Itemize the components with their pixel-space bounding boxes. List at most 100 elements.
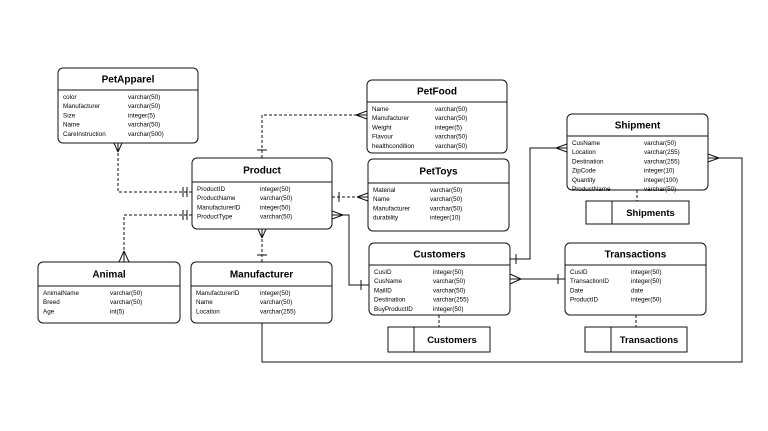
entity-title: Shipment — [615, 121, 661, 132]
cardinality-many-mark — [257, 228, 263, 239]
entity-title: PetApparel — [102, 75, 155, 86]
attribute-type: varchar(50) — [128, 122, 160, 129]
attribute-name: Weight — [372, 124, 392, 131]
entity-pet-apparel[interactable]: PetApparel color varchar(50) Manufacturer va… — [57, 67, 199, 144]
attribute-name: ProductName — [197, 195, 236, 202]
attribute-name: CusName — [374, 278, 402, 285]
view-transactions-view[interactable]: Transactions — [584, 326, 688, 353]
attribute-type: varchar(50) — [260, 195, 292, 202]
attribute-name: ProductType — [197, 214, 233, 221]
view-title: Transactions — [620, 335, 679, 346]
attribute-name: Location — [196, 308, 220, 315]
entity-box — [37, 261, 181, 324]
attribute-type: varchar(50) — [430, 205, 462, 212]
attribute-name: Name — [373, 196, 390, 203]
attribute-type: integer(50) — [260, 290, 290, 297]
view-customers-view[interactable]: Customers — [387, 326, 491, 353]
entity-box — [564, 242, 707, 316]
attribute-type: integer(100) — [644, 177, 678, 184]
link-product-customers — [332, 214, 369, 286]
attribute-name: color — [63, 94, 77, 101]
cardinality-many-mark — [118, 250, 125, 263]
attribute-name: Name — [63, 122, 80, 129]
link-petapparel-product — [117, 143, 192, 193]
view-box — [387, 326, 491, 353]
attribute-name: TransactionID — [570, 278, 609, 285]
attribute-name: CusID — [570, 269, 588, 276]
attribute-type: varchar(50) — [644, 186, 676, 193]
view-title: Shipments — [626, 208, 675, 219]
entity-title: Customers — [413, 250, 466, 261]
attribute-type: varchar(255) — [260, 308, 296, 315]
cardinality-many-mark — [117, 142, 123, 153]
attribute-type: varchar(50) — [128, 94, 160, 101]
attribute-type: varchar(50) — [260, 299, 292, 306]
attribute-type: varchar(255) — [644, 149, 680, 156]
attribute-type: varchar(50) — [433, 287, 465, 294]
attribute-name: Manufacturer — [373, 205, 410, 212]
attribute-type: integer(50) — [433, 306, 463, 313]
attribute-type: integer(10) — [644, 168, 674, 175]
cardinality-many-mark — [123, 250, 130, 263]
entity-title: Animal — [92, 270, 126, 281]
entity-title: Product — [243, 166, 281, 177]
attribute-type: integer(50) — [260, 204, 290, 211]
cardinality-many-mark — [113, 142, 119, 153]
attribute-name: Name — [372, 106, 389, 113]
entity-title: PetFood — [417, 87, 457, 98]
entity-box — [190, 261, 333, 324]
relationship-links — [113, 110, 743, 363]
attribute-type: varchar(50) — [644, 140, 676, 147]
attribute-type: varchar(255) — [433, 297, 469, 304]
attribute-name: Destination — [572, 158, 604, 165]
attribute-type: varchar(50) — [260, 214, 292, 221]
attribute-name: Destination — [374, 297, 406, 304]
entity-box — [566, 113, 709, 191]
link-product-petfood — [261, 114, 367, 158]
entity-box — [366, 79, 508, 154]
cardinality-many-mark — [707, 153, 720, 159]
attribute-type: integer(5) — [128, 112, 155, 119]
attribute-type: integer(50) — [260, 186, 290, 193]
attribute-type: varchar(50) — [433, 278, 465, 285]
attribute-name: ProductID — [197, 186, 225, 193]
cardinality-many-mark — [355, 110, 368, 116]
view-box — [584, 326, 688, 353]
cardinality-many-mark — [261, 228, 267, 239]
entity-title: Transactions — [605, 250, 667, 261]
attribute-type: varchar(255) — [644, 158, 680, 165]
attribute-type: integer(5) — [435, 124, 462, 131]
view-shipments[interactable]: Shipments — [585, 200, 690, 225]
attribute-name: Manufacturer — [63, 103, 100, 110]
attribute-name: Flavour — [372, 134, 393, 141]
link-product-animal — [123, 214, 192, 262]
attribute-name: Material — [373, 187, 395, 194]
attribute-name: Name — [196, 299, 213, 306]
attribute-name: CareInstruction — [63, 131, 106, 138]
cardinality-many-mark — [555, 147, 568, 153]
attribute-name: ManufacturerID — [197, 204, 241, 211]
entity-title: PetToys — [419, 167, 458, 178]
cardinality-many-mark — [355, 114, 368, 120]
attribute-name: Breed — [43, 299, 60, 306]
entity-box — [368, 242, 511, 316]
attribute-type: int(5) — [110, 308, 124, 315]
attribute-type: integer(50) — [631, 297, 661, 304]
attribute-type: varchar(50) — [435, 106, 467, 113]
attribute-type: varchar(50) — [110, 290, 142, 297]
attribute-type: varchar(50) — [435, 115, 467, 122]
attribute-type: varchar(500) — [128, 131, 164, 138]
attribute-name: ManufacturerID — [196, 290, 240, 297]
attribute-name: CusName — [572, 140, 600, 147]
cardinality-many-mark — [509, 273, 522, 280]
